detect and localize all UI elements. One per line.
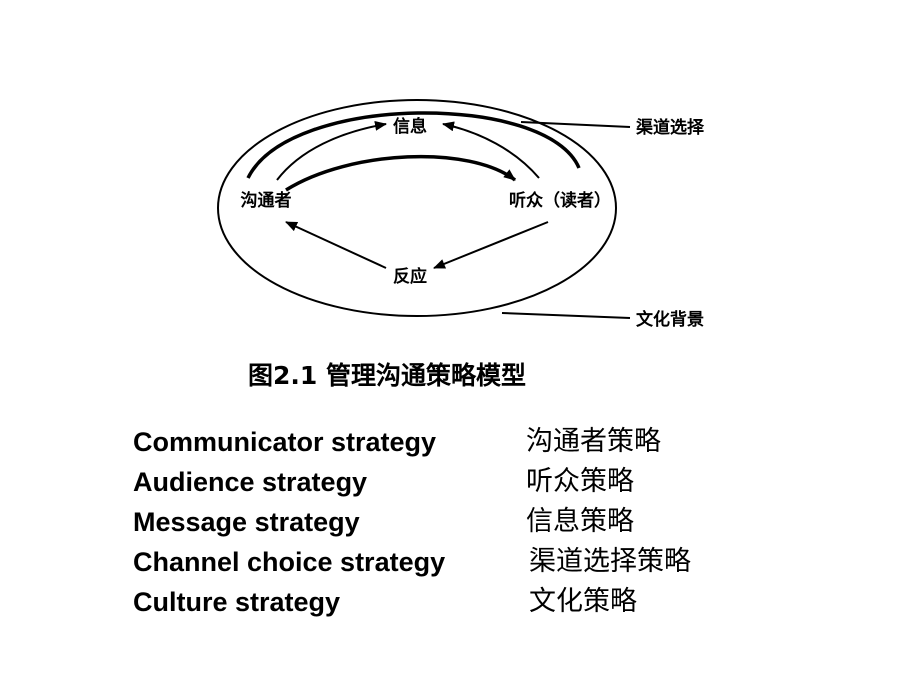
node-communicator: 沟通者 — [241, 190, 292, 211]
culture-ellipse — [217, 99, 617, 317]
strategy-en-label: Communicator strategy — [133, 427, 437, 457]
strategy-en-label: Audience strategy — [133, 467, 368, 497]
arrow-audience-to-feedback — [433, 221, 549, 269]
communication-model-diagram: 信息 沟通者 听众（读者） 反应 渠道选择 文化背景 — [217, 99, 705, 330]
arrow-audience-to-message — [442, 121, 540, 179]
arrow-feedback-to-communicator — [285, 221, 387, 269]
strategy-row-communicator: Communicator strategy 沟通者策略 — [133, 422, 833, 462]
culture-callout-line — [501, 312, 631, 319]
strategy-zh-label: 沟通者策略 — [526, 426, 661, 457]
strategy-list: Communicator strategy 沟通者策略 Audience str… — [133, 422, 833, 622]
node-message: 信息 — [393, 116, 427, 137]
node-audience: 听众（读者） — [509, 190, 611, 211]
callout-cultural-background: 文化背景 — [636, 309, 704, 330]
strategy-row-audience: Audience strategy 听众策略 — [133, 462, 833, 502]
figure-caption: 图2.1 管理沟通策略模型 — [248, 361, 526, 390]
strategy-en-label: Message strategy — [133, 507, 360, 537]
callout-channel-choice: 渠道选择 — [635, 117, 705, 138]
arrow-communicator-to-message — [276, 120, 387, 181]
strategy-zh-label: 文化策略 — [529, 586, 637, 617]
strategy-zh-label: 信息策略 — [526, 506, 634, 537]
channel-callout-line — [520, 121, 631, 128]
arrow-communicator-to-audience — [285, 154, 517, 192]
strategy-en-label: Channel choice strategy — [133, 547, 446, 577]
strategy-zh-label: 渠道选择策略 — [529, 546, 691, 577]
strategy-row-culture: Culture strategy 文化策略 — [133, 582, 833, 622]
strategy-en-label: Culture strategy — [133, 587, 341, 617]
strategy-row-message: Message strategy 信息策略 — [133, 502, 833, 542]
strategy-zh-label: 听众策略 — [526, 466, 634, 497]
node-feedback: 反应 — [393, 266, 427, 287]
strategy-row-channel: Channel choice strategy 渠道选择策略 — [133, 542, 833, 582]
channel-arc — [246, 111, 581, 179]
